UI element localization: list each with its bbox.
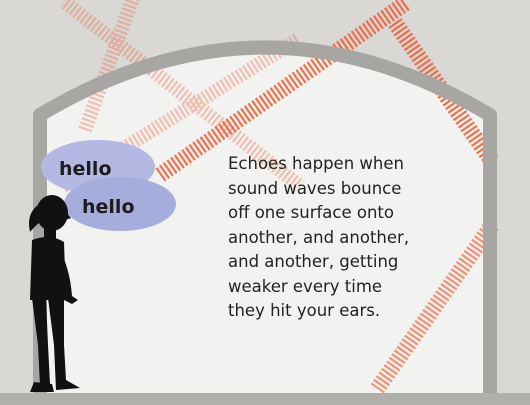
speech-bubble-second-label: hello: [82, 196, 135, 218]
speech-bubble-first-label: hello: [59, 158, 112, 180]
explanation-caption: Echoes happen when sound waves bounce of…: [228, 152, 493, 324]
floor: [0, 393, 530, 405]
